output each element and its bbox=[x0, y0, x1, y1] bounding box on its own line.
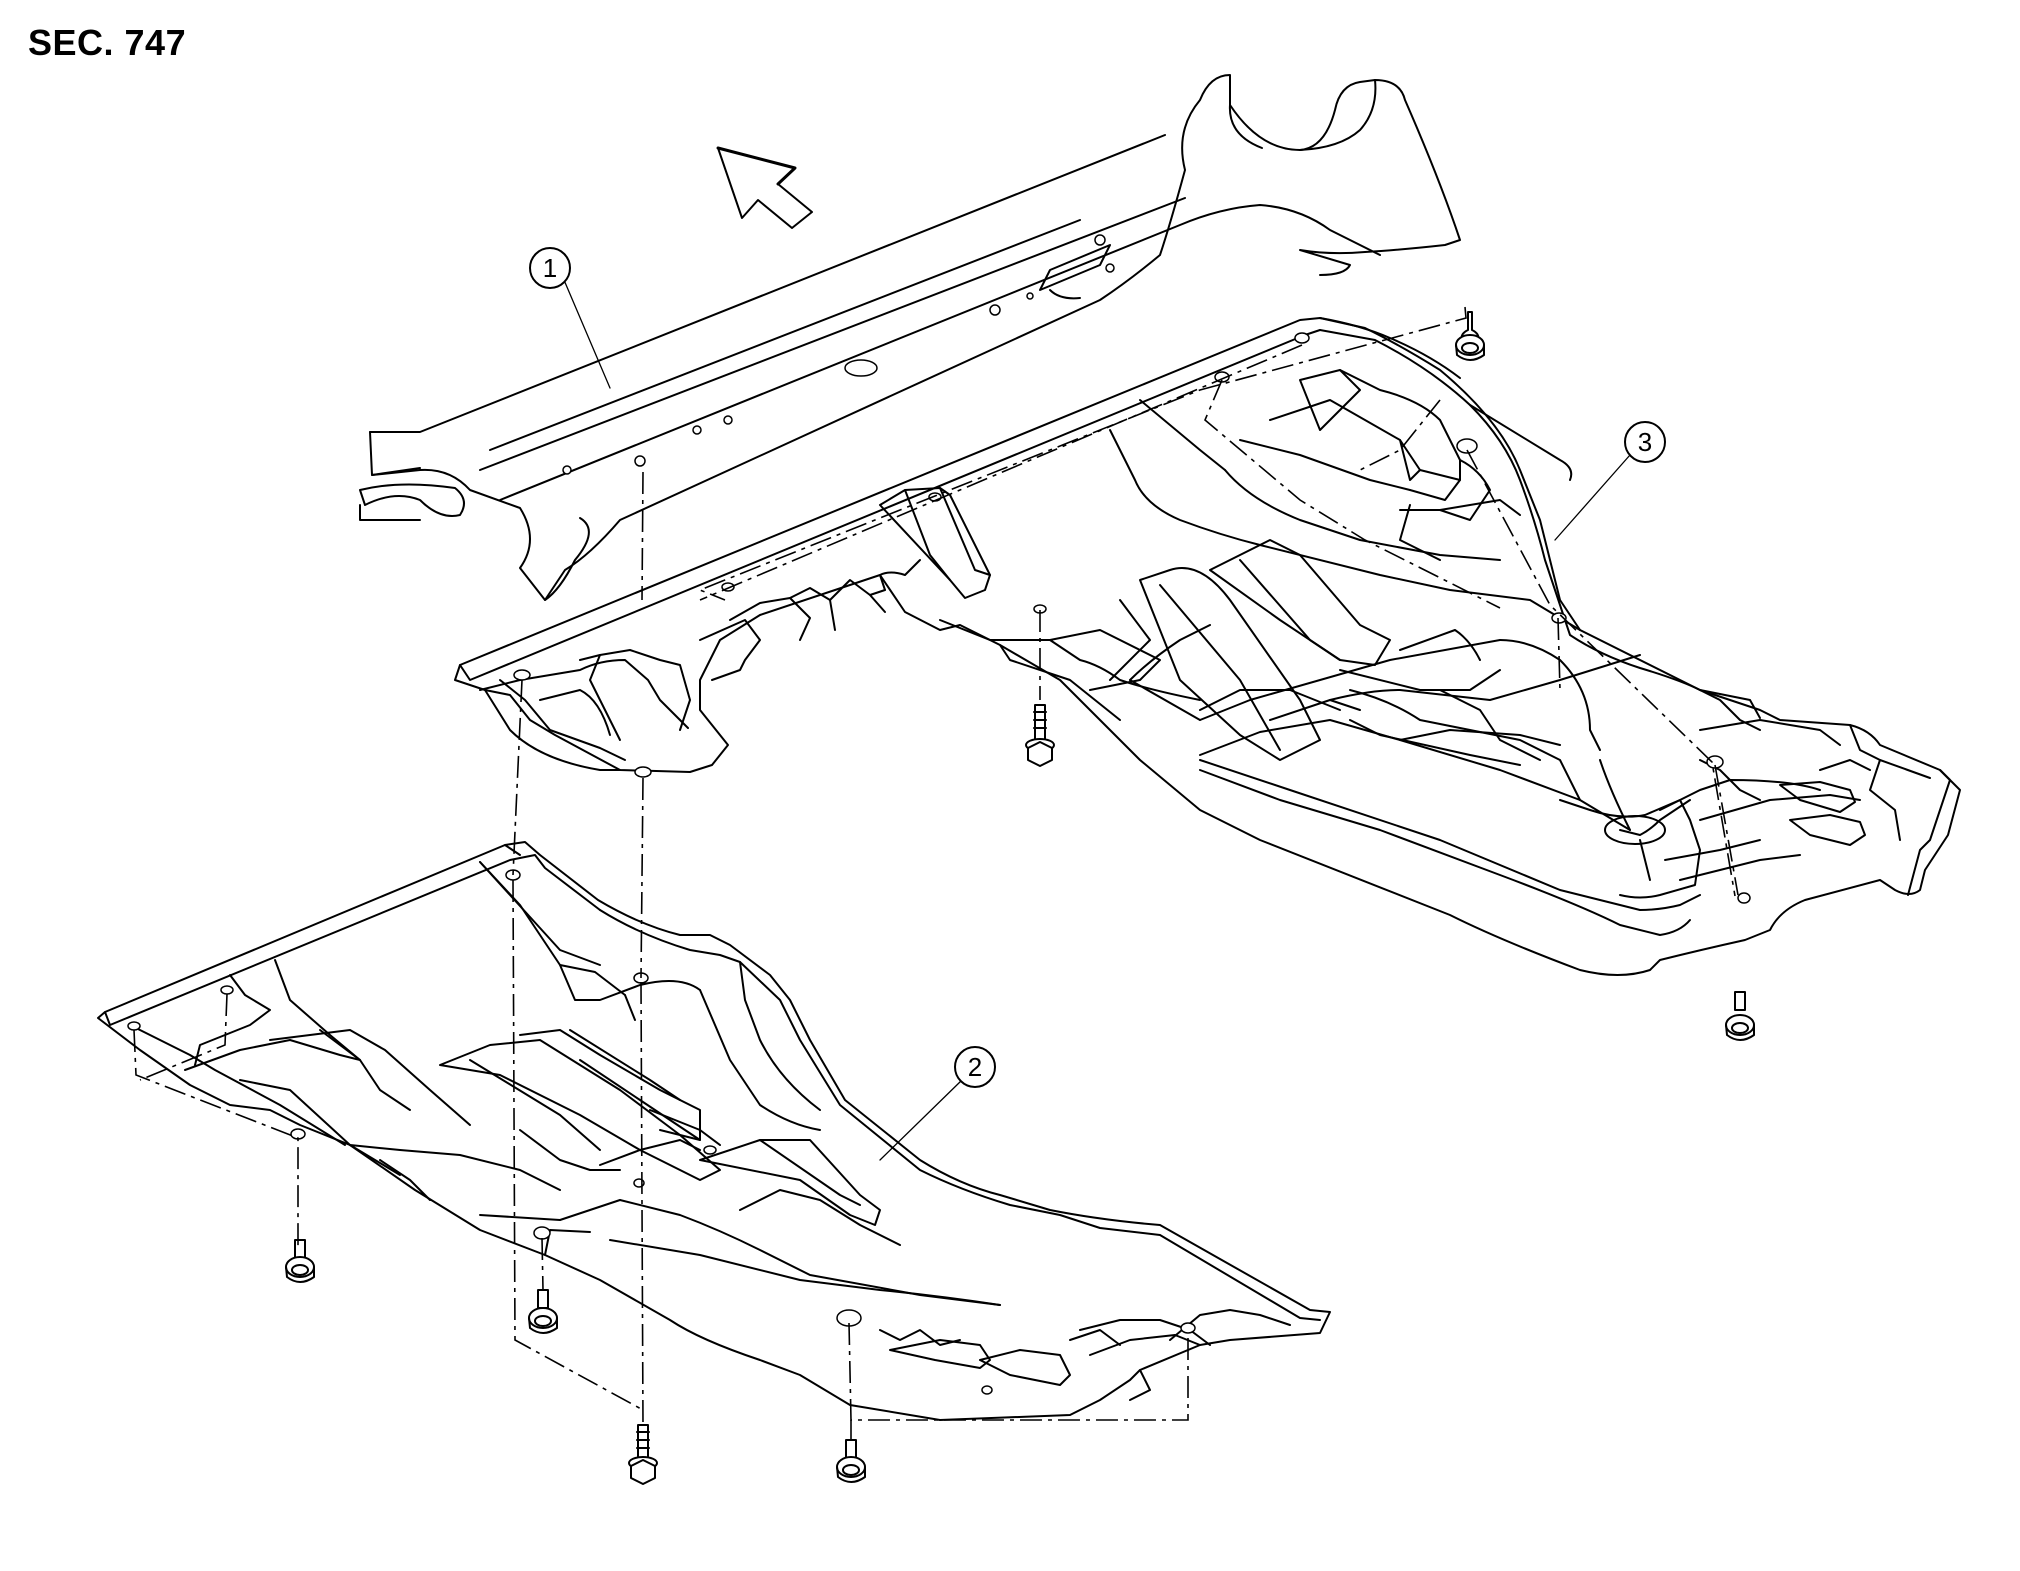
clip-fastener-icon[interactable] bbox=[1725, 991, 1755, 1041]
undercover-part-2 bbox=[97, 841, 1331, 1421]
undercover-part-3 bbox=[454, 317, 1961, 976]
bolt-icon[interactable] bbox=[628, 1424, 658, 1485]
callout-2-label: 2 bbox=[968, 1052, 982, 1082]
callout-2: 2 bbox=[879, 1046, 996, 1161]
crossmember-part-1 bbox=[359, 74, 1461, 601]
callout-1-label: 1 bbox=[543, 253, 557, 283]
alignment-lines bbox=[133, 306, 1739, 1440]
clip-fastener-icon[interactable] bbox=[836, 1439, 866, 1483]
front-direction-arrow-icon bbox=[716, 146, 813, 229]
clip-fastener-icon[interactable] bbox=[285, 1239, 315, 1283]
callout-1: 1 bbox=[529, 247, 611, 389]
section-label: SEC. 747 bbox=[28, 22, 187, 63]
clip-fastener-icon[interactable] bbox=[528, 1289, 558, 1334]
callout-3: 3 bbox=[1554, 421, 1666, 541]
bolt-icon[interactable] bbox=[1025, 704, 1055, 767]
clip-fastener-icon[interactable] bbox=[1455, 311, 1485, 361]
callout-3-label: 3 bbox=[1638, 427, 1652, 457]
